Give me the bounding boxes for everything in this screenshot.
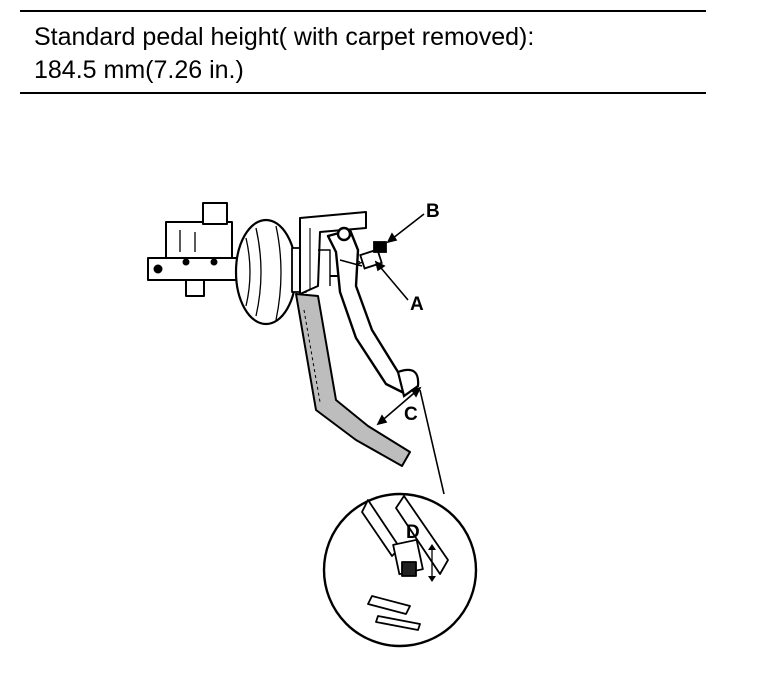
callout-b: B — [426, 201, 440, 222]
callout-leaders — [374, 213, 425, 301]
brake-booster — [234, 218, 307, 326]
pedal-height-dimension — [376, 386, 422, 426]
detail-leader-line — [419, 389, 445, 495]
pedal-height-spec: Standard pedal height( with carpet remov… — [20, 10, 706, 94]
master-cylinder — [147, 202, 245, 297]
floor-panel — [295, 293, 411, 467]
spec-value: 184.5 mm(7.26 in.) — [34, 56, 244, 84]
spec-title: Standard pedal height( with carpet remov… — [34, 23, 535, 51]
switch-detail-view — [322, 492, 478, 648]
callout-d: D — [406, 522, 420, 543]
callout-c: C — [404, 404, 418, 425]
callout-a: A — [410, 294, 424, 315]
